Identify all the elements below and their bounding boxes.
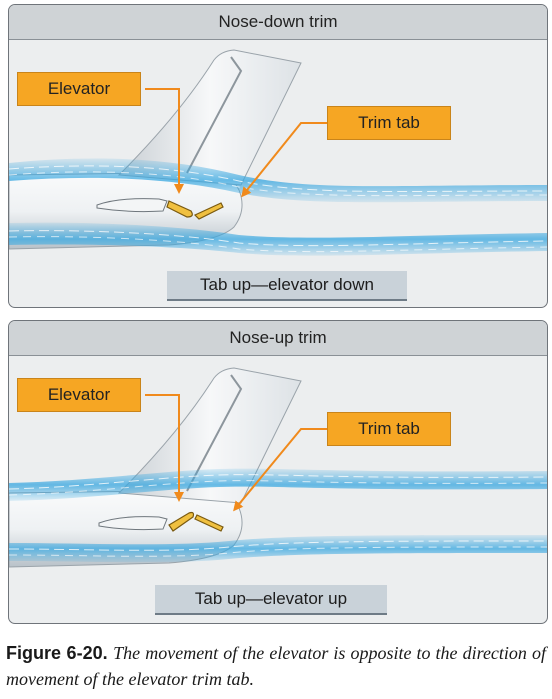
figure-number: Figure 6-20. bbox=[6, 643, 108, 663]
airflow-lower bbox=[9, 535, 547, 563]
nose-down-trim-panel: Nose-down trim Elevator Trim tab Tab up—… bbox=[8, 4, 548, 308]
panel-title: Nose-down trim bbox=[9, 5, 547, 40]
airflow-upper bbox=[9, 158, 547, 203]
stabilizer-shape bbox=[96, 198, 168, 213]
panel-caption: Tab up—elevator down bbox=[167, 271, 407, 301]
airflow-upper bbox=[9, 468, 547, 501]
elevator-callout: Elevator bbox=[17, 72, 141, 106]
trim-tab-shape bbox=[194, 514, 224, 532]
nose-down-illustration bbox=[9, 49, 547, 256]
rudder-line bbox=[186, 374, 243, 492]
elevator-arrow bbox=[145, 394, 184, 502]
trim-tab-arrow bbox=[241, 122, 327, 198]
nose-up-illustration bbox=[9, 367, 547, 568]
stabilizer-shape bbox=[98, 516, 168, 531]
panel-title: Nose-up trim bbox=[9, 321, 547, 356]
elevator-shape bbox=[166, 200, 193, 218]
trim-tab-callout: Trim tab bbox=[327, 412, 451, 446]
trim-tab-callout: Trim tab bbox=[327, 106, 451, 140]
elevator-arrow bbox=[145, 88, 184, 194]
rudder-line bbox=[186, 56, 243, 174]
elevator-callout: Elevator bbox=[17, 378, 141, 412]
figure-text: The movement of the elevator is opposite… bbox=[6, 643, 546, 689]
airflow-lower bbox=[9, 222, 547, 256]
nose-up-trim-panel: Nose-up trim Elevator Trim tab Tab up—el… bbox=[8, 320, 548, 624]
figure-caption: Figure 6-20. The movement of the elevato… bbox=[6, 640, 546, 692]
vertical-fin-shape bbox=[117, 49, 302, 186]
elevator-shape bbox=[168, 511, 195, 532]
trim-tab-arrow bbox=[233, 428, 327, 512]
trim-tab-shape bbox=[193, 202, 224, 220]
panel-caption: Tab up—elevator up bbox=[155, 585, 387, 615]
